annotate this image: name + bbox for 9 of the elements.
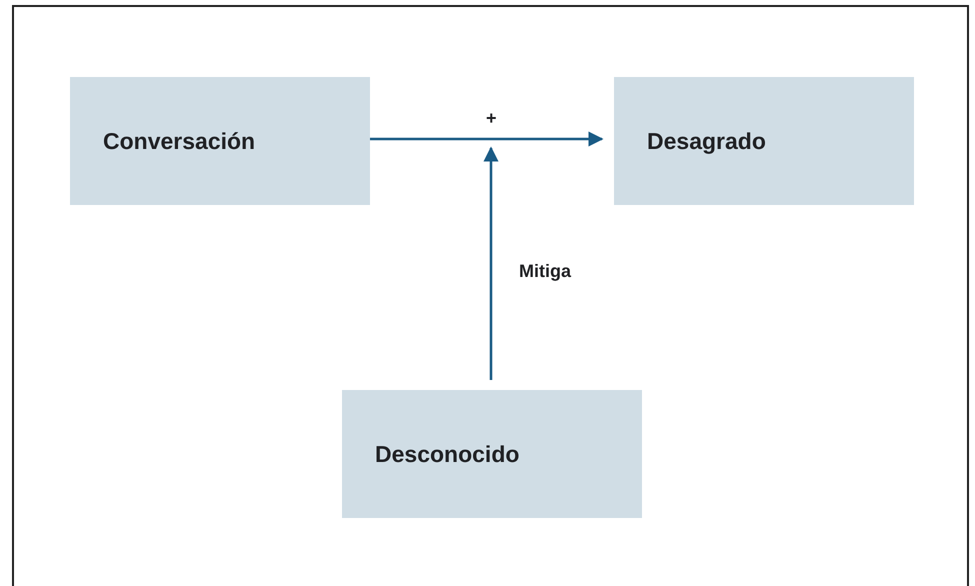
concept-box (342, 390, 642, 518)
node-label: Desagrado (647, 128, 766, 154)
concept-box (614, 77, 914, 205)
edge-label: Mitiga (517, 261, 573, 282)
node-label: Conversación (103, 128, 256, 154)
arrow (484, 146, 498, 380)
arrow (370, 132, 604, 146)
node-label: Desconocido (375, 440, 520, 468)
concept-box (70, 77, 370, 205)
